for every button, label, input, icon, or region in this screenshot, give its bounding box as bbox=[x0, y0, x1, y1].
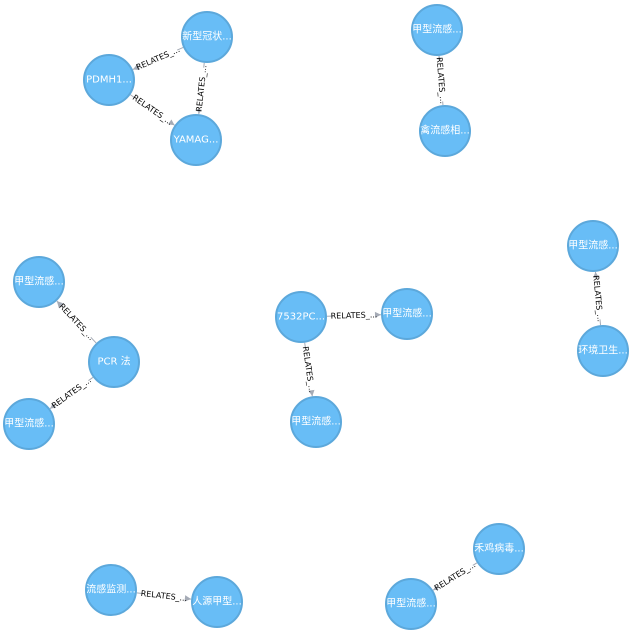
edge-label-background bbox=[142, 588, 186, 604]
graph-node[interactable]: 甲型流感... bbox=[13, 256, 65, 308]
node-circle[interactable] bbox=[473, 523, 525, 575]
node-circle[interactable] bbox=[419, 105, 471, 157]
edge-label: RELATES_... bbox=[330, 310, 377, 320]
edge-label-background bbox=[136, 45, 180, 72]
edge-label-group: RELATES_... bbox=[330, 309, 378, 322]
edge-label: RELATES_... bbox=[57, 302, 96, 342]
edge-label-group: RELATES_... bbox=[57, 302, 96, 342]
graph-node[interactable]: 甲型流感... bbox=[381, 288, 433, 340]
graph-node[interactable]: 禽流感相... bbox=[419, 105, 471, 157]
edge-label: RELATES_... bbox=[301, 346, 317, 394]
graph-node[interactable]: 流感监测... bbox=[85, 564, 137, 616]
relationship-edge[interactable]: RELATES_... bbox=[432, 560, 478, 593]
arrow-head-icon bbox=[592, 271, 600, 280]
edge-label-background bbox=[434, 561, 476, 592]
graph-node[interactable]: 甲型流感... bbox=[411, 4, 463, 56]
node-circle[interactable] bbox=[13, 256, 65, 308]
node-circle[interactable] bbox=[85, 564, 137, 616]
node-circle[interactable] bbox=[381, 288, 433, 340]
edge-label-background bbox=[58, 303, 95, 341]
graph-node[interactable]: 7532PC... bbox=[275, 291, 327, 343]
edge-label-background bbox=[132, 93, 173, 127]
node-circle[interactable] bbox=[385, 578, 437, 630]
relationship-edge[interactable]: RELATES_... bbox=[300, 342, 317, 397]
edge-label-group: RELATES_... bbox=[591, 275, 605, 322]
relationship-edge[interactable]: RELATES_... bbox=[326, 309, 382, 322]
relationship-edge[interactable]: RELATES_... bbox=[56, 300, 97, 344]
edge-label: RELATES_... bbox=[591, 275, 604, 322]
node-circle[interactable] bbox=[83, 54, 135, 106]
edge-label: RELATES_... bbox=[50, 376, 93, 411]
graph-node[interactable]: 甲型流感... bbox=[567, 220, 619, 272]
node-circle[interactable] bbox=[88, 336, 140, 388]
node-circle[interactable] bbox=[3, 398, 55, 450]
arrow-head-icon bbox=[183, 594, 192, 602]
edge-label-background bbox=[434, 59, 448, 102]
edge-label: RELATES_... bbox=[135, 45, 181, 72]
arrow-head-icon bbox=[56, 300, 65, 309]
edge-label-group: RELATES_... bbox=[140, 588, 188, 604]
edges-layer: RELATES_... RELATES_... RELATES_... RELATES… bbox=[49, 45, 605, 604]
edge-label-group: RELATES_... bbox=[131, 93, 175, 127]
node-circle[interactable] bbox=[577, 325, 629, 377]
nodes-layer: 新型冠状... PDMH1... YAMAG... 甲型流感... 禽流感相... 甲型流… bbox=[3, 4, 629, 630]
edge-label-background bbox=[51, 376, 92, 410]
relationship-edge[interactable]: RELATES_... bbox=[591, 271, 605, 326]
relationship-edge[interactable]: RELATES_... bbox=[136, 588, 192, 604]
graph-node[interactable]: 环境卫生... bbox=[577, 325, 629, 377]
node-circle[interactable] bbox=[181, 11, 233, 63]
node-circle[interactable] bbox=[567, 220, 619, 272]
node-circle[interactable] bbox=[411, 4, 463, 56]
edge-label: RELATES_... bbox=[131, 93, 175, 127]
graph-node[interactable]: 甲型流感... bbox=[290, 396, 342, 448]
node-circle[interactable] bbox=[275, 291, 327, 343]
edge-label-group: RELATES_... bbox=[135, 45, 181, 72]
edge-label-background bbox=[591, 277, 605, 320]
edge-label-group: RELATES_... bbox=[50, 376, 93, 411]
edge-label-group: RELATES_... bbox=[434, 57, 448, 104]
node-circle[interactable] bbox=[170, 114, 222, 166]
graph-node[interactable]: PDMH1... bbox=[83, 54, 135, 106]
relationship-edge[interactable]: RELATES_... bbox=[130, 93, 175, 128]
graph-node[interactable]: PCR 法 bbox=[88, 336, 140, 388]
edge-label-group: RELATES_... bbox=[433, 560, 477, 592]
edge-label: RELATES_... bbox=[433, 560, 477, 592]
arrow-head-icon bbox=[166, 118, 175, 126]
relationship-edge[interactable]: RELATES_... bbox=[194, 62, 209, 115]
relationship-edge[interactable]: RELATES_... bbox=[49, 375, 94, 411]
edge-label-group: RELATES_... bbox=[194, 65, 209, 112]
arrow-head-icon bbox=[307, 388, 315, 397]
edge-label-background bbox=[332, 309, 376, 322]
relationship-edge[interactable]: RELATES_... bbox=[132, 45, 184, 73]
relationship-edge[interactable]: RELATES_... bbox=[434, 55, 448, 106]
edge-label-background bbox=[194, 67, 209, 110]
arrow-head-icon bbox=[132, 63, 141, 70]
edge-label-group: RELATES_... bbox=[300, 346, 317, 394]
graph-node[interactable]: 新型冠状... bbox=[181, 11, 233, 63]
graph-node[interactable]: 禾鸡病毒... bbox=[473, 523, 525, 575]
graph-node[interactable]: 人源甲型... bbox=[191, 576, 243, 628]
edge-label: RELATES_... bbox=[435, 57, 448, 104]
edge-label-background bbox=[300, 348, 317, 391]
node-circle[interactable] bbox=[191, 576, 243, 628]
node-circle[interactable] bbox=[290, 396, 342, 448]
arrow-head-icon bbox=[373, 311, 382, 319]
graph-node[interactable]: 甲型流感... bbox=[3, 398, 55, 450]
graph-node[interactable]: 甲型流感... bbox=[385, 578, 437, 630]
graph-node[interactable]: YAMAG... bbox=[170, 114, 222, 166]
